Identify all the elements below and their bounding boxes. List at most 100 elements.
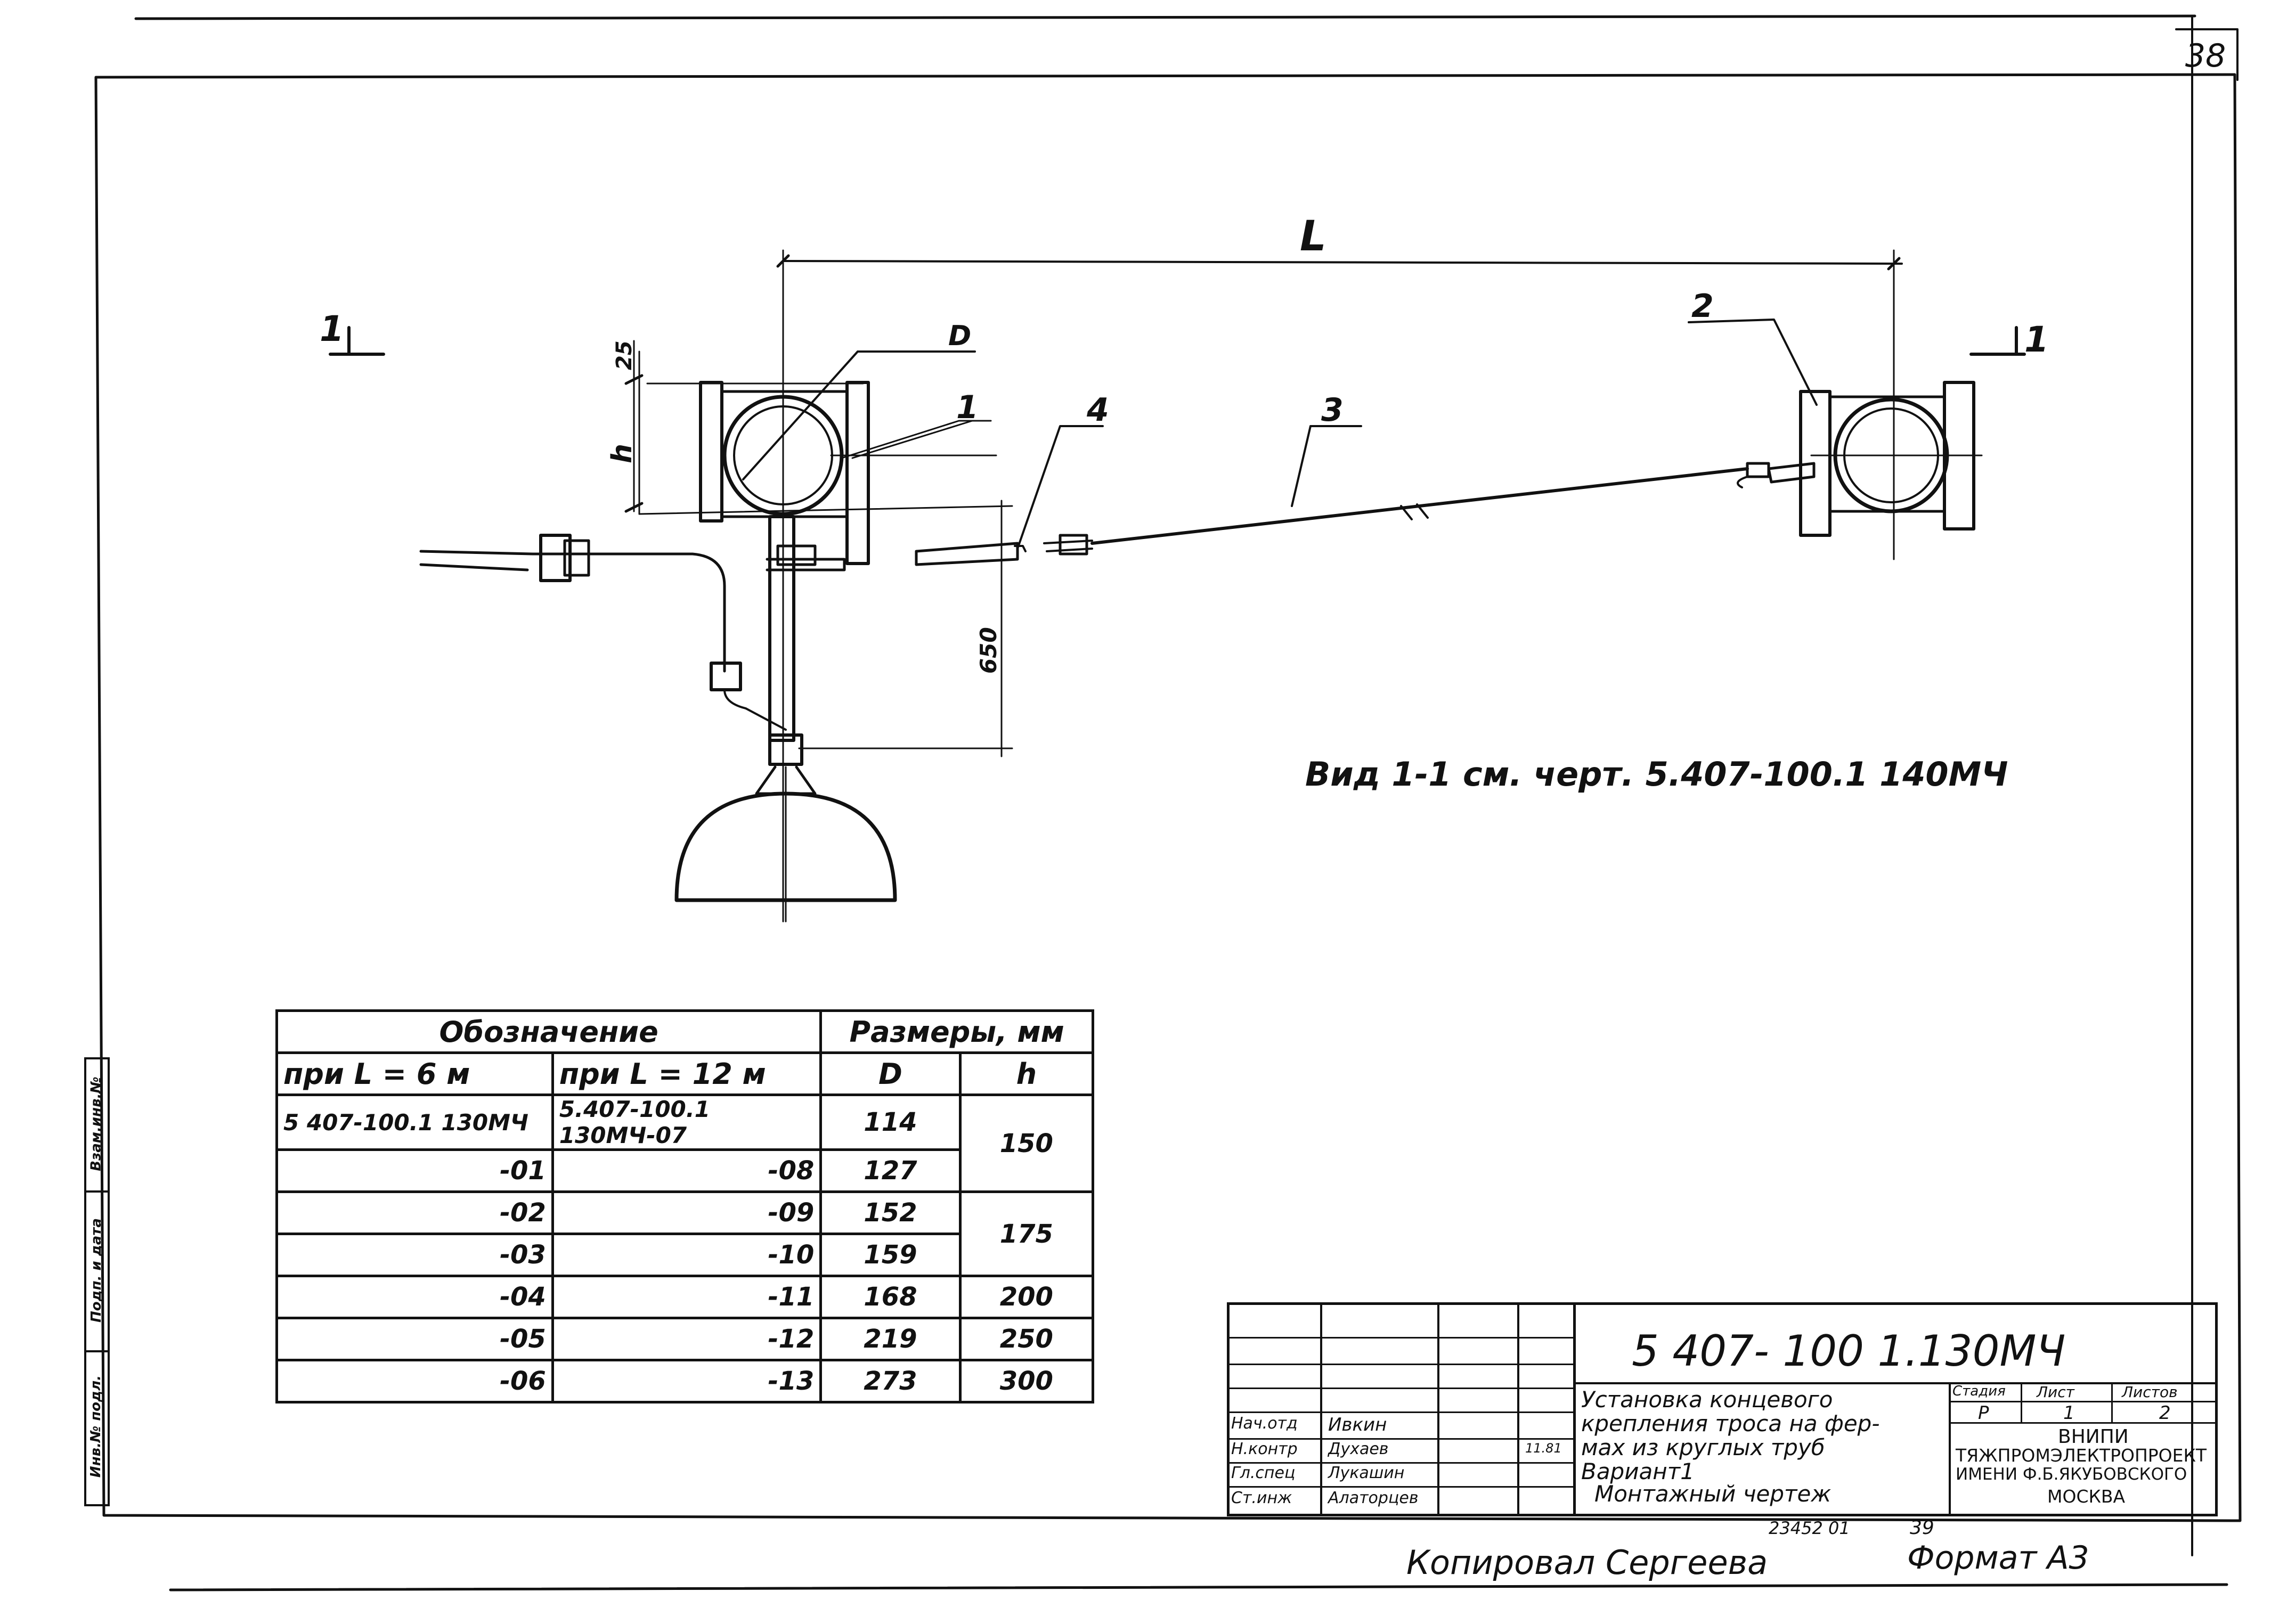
inv-number: 23452 01 xyxy=(1769,1518,1850,1538)
org-line-1: ВНИПИ xyxy=(2058,1426,2129,1448)
cell-d: 219 xyxy=(819,1317,962,1361)
header-L6: при L = 6 м xyxy=(275,1051,554,1096)
cell-l12: -13 xyxy=(551,1359,823,1403)
cell-l12: -12 xyxy=(551,1317,823,1361)
org-line-4: МОСКВА xyxy=(2047,1486,2126,1507)
title-line-2: крепления троса на фер- xyxy=(1581,1410,1880,1437)
title-block: 5 407- 100 1.130МЧ Установка концевого к… xyxy=(1227,1302,2218,1516)
left-clamp-plate-left xyxy=(699,381,723,523)
side-label-signature: Подп. и дата xyxy=(88,1218,104,1323)
cell-l12: -09 xyxy=(551,1190,823,1235)
cell-d: 159 xyxy=(819,1233,962,1277)
wire-rope xyxy=(1090,467,1749,545)
cell-l6: -02 xyxy=(275,1190,554,1235)
bottom-border xyxy=(169,1583,2228,1592)
junction-box xyxy=(710,662,742,691)
table-row: -05 -12 219 250 xyxy=(275,1317,1095,1361)
cell-l6: -04 xyxy=(275,1275,554,1319)
cell-l6: -03 xyxy=(275,1233,554,1277)
hanger-bracket xyxy=(776,544,817,566)
title-line-5: Монтажный чертеж xyxy=(1594,1481,1832,1507)
table-row: -04 -11 168 200 xyxy=(275,1275,1095,1319)
inner-frame xyxy=(94,73,2242,1522)
view-note: Вид 1-1 см. черт. 5.407-100.1 140МЧ xyxy=(1305,755,2008,794)
cell-l12: -11 xyxy=(551,1275,823,1319)
name-3: Лукашин xyxy=(1328,1464,1405,1482)
org-line-2: ТЯЖПРОМЭЛЕКТРОПРОЕКТ xyxy=(1956,1445,2207,1466)
table-header-row: Обозначение Размеры, мм xyxy=(275,1009,1094,1054)
cell-h: 150 xyxy=(958,1093,1095,1193)
title-line-1: Установка концевого xyxy=(1581,1386,1833,1413)
header-D: D xyxy=(819,1051,962,1096)
title-line-3: мах из круглых труб xyxy=(1581,1434,1825,1460)
section-mark-right xyxy=(1969,326,2026,356)
callout-2: 2 xyxy=(1691,288,1714,325)
copied-by: Копировал Сергеева xyxy=(1406,1543,1768,1582)
role-2: Н.контр xyxy=(1231,1440,1298,1458)
drawing-code: 5 407- 100 1.130МЧ xyxy=(1632,1326,2066,1376)
sheet-num-box xyxy=(2175,28,2239,81)
org-line-3: ИМЕНИ Ф.Б.ЯКУБОВСКОГО xyxy=(1956,1465,2187,1484)
dim-L-label: L xyxy=(1300,213,1326,260)
sheets-value: 2 xyxy=(2159,1402,2171,1424)
cell-l6: -06 xyxy=(275,1359,554,1403)
table-row: -02 -09 152 175 xyxy=(275,1190,1095,1277)
name-2: Духаев xyxy=(1328,1440,1389,1458)
stage-label: Стадия xyxy=(1952,1383,2006,1399)
format-label: Формат А3 xyxy=(1907,1539,2089,1577)
header-sizes: Размеры, мм xyxy=(819,1009,1094,1054)
side-stamp: Взам.инв.№ Подп. и дата Инв.№ подл. xyxy=(84,1057,110,1506)
table-subheader-row: при L = 6 м при L = 12 м D h xyxy=(275,1051,1095,1096)
top-border xyxy=(134,14,2196,20)
dim-L-line xyxy=(782,260,1903,265)
turnbuckle xyxy=(915,542,1019,566)
role-4: Ст.инж xyxy=(1231,1489,1292,1507)
cell-d: 127 xyxy=(819,1148,962,1193)
designation-table: Обозначение Размеры, мм при L = 6 м при … xyxy=(275,1009,1095,1403)
title-line-4: Вариант1 xyxy=(1581,1458,1695,1484)
side-label-replacement: Взам.инв.№ xyxy=(88,1076,104,1171)
table-row: 5 407-100.1 130МЧ 5.407-100.1 130МЧ-07 1… xyxy=(275,1093,1095,1193)
cable-left xyxy=(419,550,726,673)
cell-h: 250 xyxy=(958,1317,1095,1361)
dim-650-label: 650 xyxy=(975,627,1002,674)
table-row: -03 -10 159 xyxy=(275,1233,1093,1277)
section-label-left: 1 xyxy=(320,308,344,349)
role-1: Нач.отд xyxy=(1231,1414,1298,1433)
name-1: Ивкин xyxy=(1328,1414,1387,1435)
cell-l12: 5.407-100.1 130МЧ-07 xyxy=(551,1093,823,1151)
role-3: Гл.спец xyxy=(1231,1464,1296,1482)
cell-l12: -10 xyxy=(551,1233,823,1277)
dim-h-label: h xyxy=(606,444,638,463)
date-mark: 11.81 xyxy=(1525,1441,1562,1456)
cell-l6: -05 xyxy=(275,1317,554,1361)
cable-clamp xyxy=(539,534,572,582)
header-h: h xyxy=(958,1051,1095,1096)
cell-l12: -08 xyxy=(551,1148,823,1193)
header-L12: при L = 12 м xyxy=(551,1051,823,1096)
dim-D-label: D xyxy=(948,320,971,352)
callout-1: 1 xyxy=(956,389,979,426)
header-designation: Обозначение xyxy=(275,1009,823,1054)
stage-value: Р xyxy=(1978,1402,1989,1424)
cell-l6: -01 xyxy=(275,1148,554,1193)
page-number: 39 xyxy=(1910,1517,1934,1539)
sheet-label: Лист xyxy=(2037,1383,2074,1401)
callout-3: 3 xyxy=(1321,391,1344,429)
cell-d: 273 xyxy=(819,1359,962,1403)
cell-d: 152 xyxy=(819,1190,962,1235)
table-row: -06 -13 273 300 xyxy=(275,1359,1095,1403)
cell-h: 175 xyxy=(958,1190,1095,1277)
cell-h: 300 xyxy=(958,1359,1095,1403)
left-clamp-plate-right xyxy=(845,381,870,565)
side-label-inventory: Инв.№ подл. xyxy=(88,1375,104,1478)
sheets-label: Листов xyxy=(2122,1383,2178,1401)
sheet-number: 38 xyxy=(2185,37,2226,75)
table-row: -01 -08 127 xyxy=(275,1148,1093,1193)
cell-l6: 5 407-100.1 130МЧ xyxy=(275,1093,554,1151)
dim-25-label: 25 xyxy=(612,340,637,370)
hanger-rod xyxy=(768,515,795,742)
lamp-socket xyxy=(768,733,803,766)
name-4: Алаторцев xyxy=(1328,1489,1419,1507)
